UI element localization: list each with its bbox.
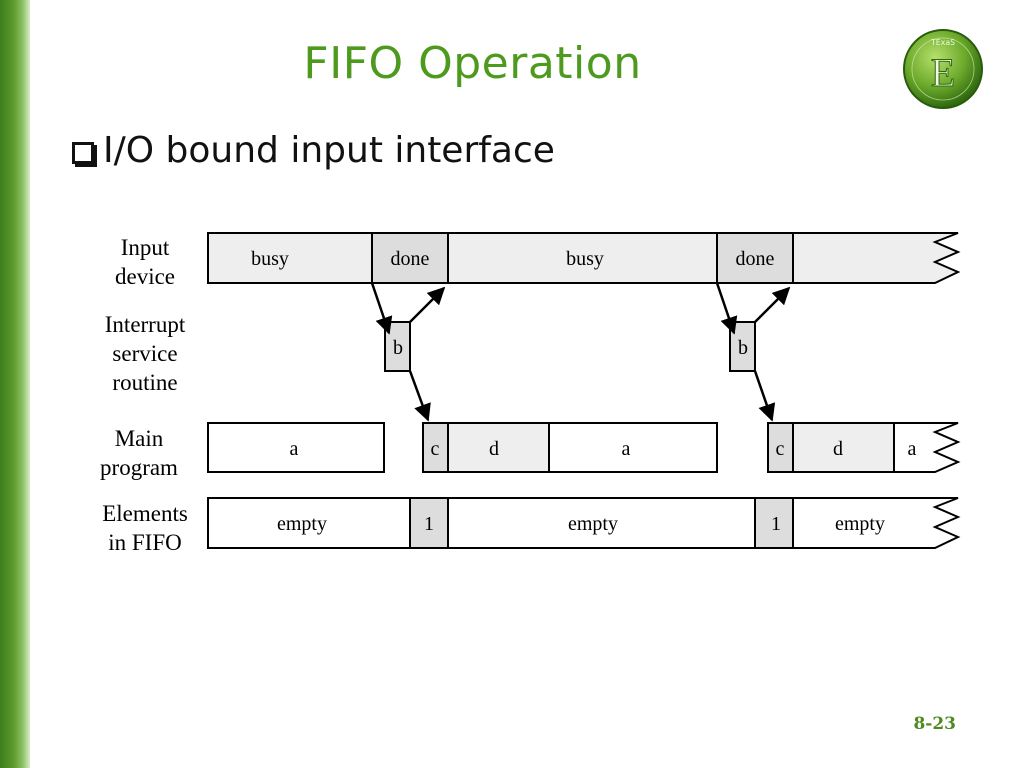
- checkbox-bullet-icon: [72, 141, 94, 164]
- fifo-one-segment-1: [409, 497, 449, 549]
- fifo-empty-segment-2: [447, 497, 756, 549]
- fifo-one-segment-2: [754, 497, 794, 549]
- arrow-isr-to-input-1: [409, 286, 446, 323]
- main-a-segment-2: [548, 422, 718, 473]
- logo-letter: E: [931, 50, 955, 95]
- arrow-isr-to-input-2: [754, 286, 791, 323]
- main-label-a-3: a: [908, 438, 917, 460]
- input-label-done-1: done: [391, 248, 430, 270]
- input-label-done-2: done: [736, 248, 775, 270]
- main-d-segment-1: [447, 422, 550, 473]
- isr-label-b-1: b: [393, 337, 403, 359]
- main-c-segment-2: [767, 422, 794, 473]
- slide-title: FIFO Operation: [303, 38, 642, 89]
- main-label-a-1: a: [290, 438, 299, 460]
- input-busy-segment-1: [207, 232, 373, 284]
- page-number: 8-23: [913, 714, 956, 734]
- bullet-text: I/O bound input interface: [103, 130, 555, 171]
- input-open-segment: [792, 232, 961, 284]
- label-isr-2: service: [112, 341, 177, 366]
- input-done-segment-2: [716, 232, 794, 284]
- bullet-item: I/O bound input interface: [72, 130, 555, 171]
- main-a-segment-1: [207, 422, 385, 473]
- main-a-segment-3: [893, 422, 961, 473]
- main-label-c-2: c: [776, 438, 785, 460]
- main-label-d-1: d: [489, 438, 499, 460]
- label-fifo-2: in FIFO: [108, 530, 182, 555]
- label-input-device-1: Input: [121, 235, 170, 260]
- label-main-program-1: Main: [115, 426, 164, 451]
- arrow-done-to-isr-2: [715, 282, 738, 335]
- input-label-busy-2: busy: [566, 248, 604, 270]
- main-label-d-2: d: [833, 438, 843, 460]
- logo-text: TExaS: [931, 38, 955, 47]
- main-label-c-1: c: [431, 438, 440, 460]
- label-fifo-1: Elements: [102, 501, 188, 526]
- arrow-done-to-isr-1: [370, 282, 393, 335]
- isr-b-segment-1: [384, 321, 411, 372]
- label-input-device-2: device: [115, 264, 175, 289]
- arrow-isr-to-main-1: [408, 370, 431, 422]
- isr-label-b-2: b: [738, 337, 748, 359]
- label-isr-3: routine: [112, 370, 177, 395]
- input-label-busy-1: busy: [251, 248, 289, 270]
- label-isr-1: Interrupt: [105, 312, 186, 337]
- left-accent-bar: [0, 0, 30, 768]
- fifo-label-empty-1: empty: [277, 513, 327, 535]
- arrow-isr-to-main-2: [753, 370, 776, 422]
- main-d-segment-2: [792, 422, 895, 473]
- fifo-empty-segment-1: [207, 497, 411, 549]
- fifo-empty-segment-3: [792, 497, 961, 549]
- texas-logo: TExaS E: [903, 29, 983, 109]
- label-main-program-2: program: [100, 455, 178, 480]
- fifo-label-one-2: 1: [771, 513, 781, 535]
- fifo-label-one-1: 1: [424, 513, 434, 535]
- fifo-label-empty-3: empty: [835, 513, 885, 535]
- main-label-a-2: a: [622, 438, 631, 460]
- fifo-label-empty-2: empty: [568, 513, 618, 535]
